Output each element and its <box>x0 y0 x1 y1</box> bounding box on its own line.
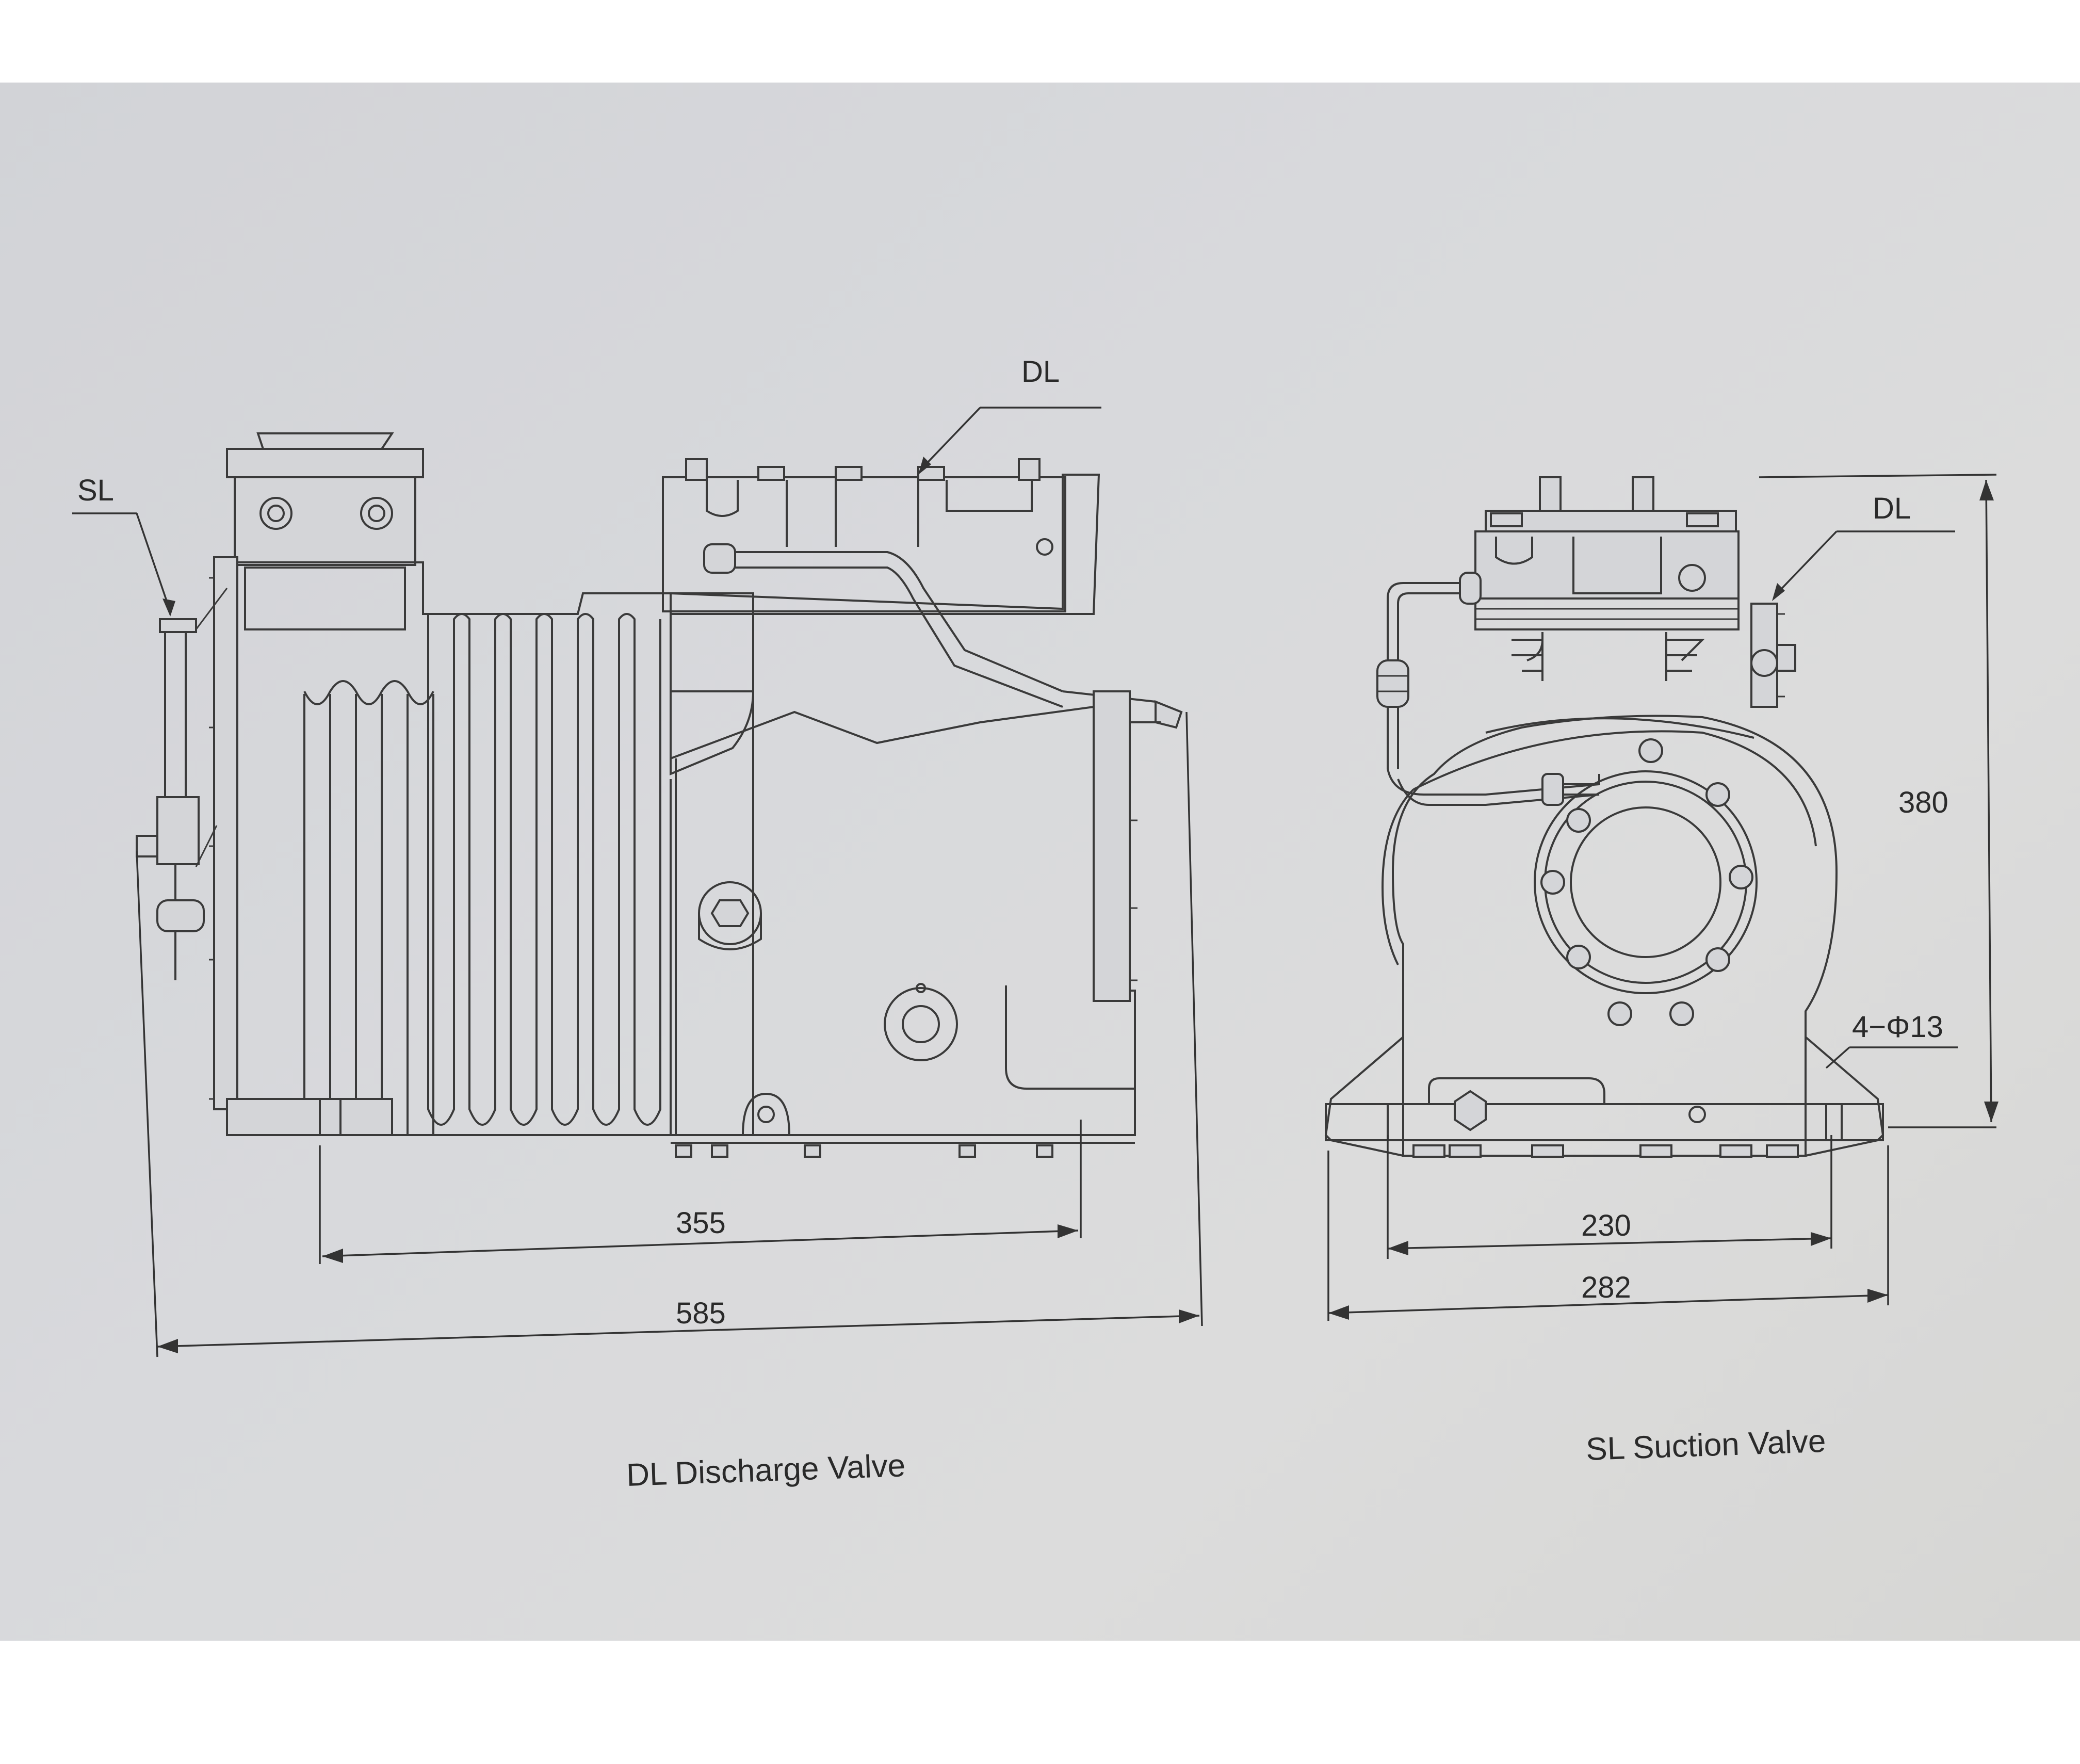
end-cover <box>1093 690 1131 1002</box>
label-sl: SL <box>77 474 114 507</box>
head-stud <box>1632 476 1654 512</box>
suction-valve-flange <box>156 899 205 932</box>
photo-background <box>0 83 2080 1641</box>
nameplate <box>244 567 406 630</box>
front-view-dimensions: 230 282 380 <box>1327 474 1998 1321</box>
terminal-bolt <box>360 497 393 530</box>
front-view <box>1324 476 1884 1158</box>
flange-bolts <box>1540 738 1753 1026</box>
side-view <box>136 432 1183 1158</box>
crankcase <box>752 614 1136 1136</box>
label-holes: 4−Φ13 <box>1852 1010 1943 1044</box>
side-view-dimensions: 355 585 <box>136 711 1203 1357</box>
dim-282: 282 <box>1581 1271 1631 1304</box>
front-bottom-bolts <box>1412 1144 1799 1158</box>
front-suction-pipe <box>1387 582 1460 769</box>
motor-end-plate <box>213 556 238 1110</box>
caption-discharge: DL Discharge Valve <box>626 1448 906 1493</box>
suction-pipe <box>164 631 187 798</box>
front-crankcase <box>1391 715 1838 1157</box>
bearing-flange <box>1534 770 1758 994</box>
label-dl-front: DL <box>1873 492 1911 525</box>
front-base-right <box>1805 1036 1884 1157</box>
cylinder-head <box>662 476 1066 612</box>
dim-380: 380 <box>1898 786 1948 819</box>
caption-suction: SL Suction Valve <box>1585 1423 1826 1467</box>
sight-glass <box>884 987 958 1061</box>
front-view-annotations: DL 4−Φ13 <box>1772 492 1958 1069</box>
dim-585: 585 <box>676 1297 726 1330</box>
front-base <box>1325 1103 1884 1141</box>
front-discharge-valve <box>1750 603 1778 708</box>
motor-base <box>226 1098 393 1136</box>
base-hex-bolt <box>1454 1090 1487 1131</box>
head-stud <box>1539 476 1562 512</box>
terminal-bolt <box>259 497 293 530</box>
dim-355: 355 <box>676 1206 726 1240</box>
label-dl-side: DL <box>1021 355 1060 389</box>
front-base-left <box>1324 1036 1404 1157</box>
dim-230: 230 <box>1581 1209 1631 1242</box>
motor-fins <box>303 613 661 1135</box>
terminal-box <box>234 476 416 566</box>
discharge-pipe <box>707 551 1063 692</box>
suction-valve-cap <box>159 618 197 633</box>
suction-valve-body <box>156 796 200 865</box>
bottom-bolts <box>675 1144 1053 1158</box>
terminal-box-lid <box>226 448 424 478</box>
head-bolt <box>685 458 708 481</box>
side-view-annotations: SL DL <box>72 355 1101 617</box>
terminal-box-cap <box>256 432 394 450</box>
